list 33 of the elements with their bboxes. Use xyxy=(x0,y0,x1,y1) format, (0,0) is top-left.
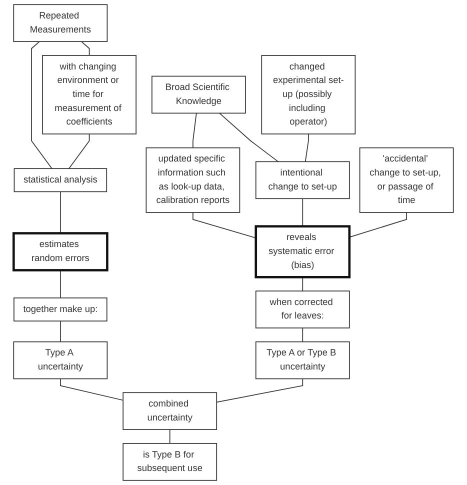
node-box: together make up: xyxy=(14,298,108,322)
connector xyxy=(348,212,407,238)
node-box: Type A uncertainty xyxy=(13,341,108,380)
node-box: Repeated Measurements xyxy=(13,4,108,42)
node-box: combined uncertainty xyxy=(122,392,218,430)
connector xyxy=(60,320,61,342)
connector xyxy=(192,212,256,238)
connector xyxy=(302,276,304,292)
node-box: Broad Scientific Knowledge xyxy=(152,76,246,114)
connector xyxy=(169,429,170,444)
node-box: with changing environment or time for measurement of coefficients xyxy=(42,55,136,134)
node-box: estimates random errors xyxy=(12,232,108,272)
connector xyxy=(219,112,279,162)
connector xyxy=(302,328,304,342)
node-box: 'accidental' change to set-up, or passage of time xyxy=(359,147,454,213)
node-box: changed experimental set-up (possibly including operator) xyxy=(261,55,356,134)
node-box: statistical analysis xyxy=(14,168,108,192)
connector xyxy=(81,41,90,56)
node-box: reveals systematic error (bias) xyxy=(254,225,351,278)
connector xyxy=(304,134,309,162)
connector xyxy=(68,134,90,170)
connector xyxy=(60,270,61,298)
connector xyxy=(60,378,124,401)
node-box: intentional change to set-up xyxy=(255,161,350,200)
connector xyxy=(216,378,304,403)
node-box: Type A or Type B uncertainty xyxy=(255,341,350,380)
connector xyxy=(31,41,52,170)
connector xyxy=(192,112,197,148)
node-box: is Type B for subsequent use xyxy=(122,443,218,481)
connector xyxy=(60,191,61,234)
node-box: when corrected for leaves: xyxy=(255,290,350,328)
connector xyxy=(302,198,304,227)
node-box: updated specific information such as look-up data, calibration reports xyxy=(146,147,240,213)
